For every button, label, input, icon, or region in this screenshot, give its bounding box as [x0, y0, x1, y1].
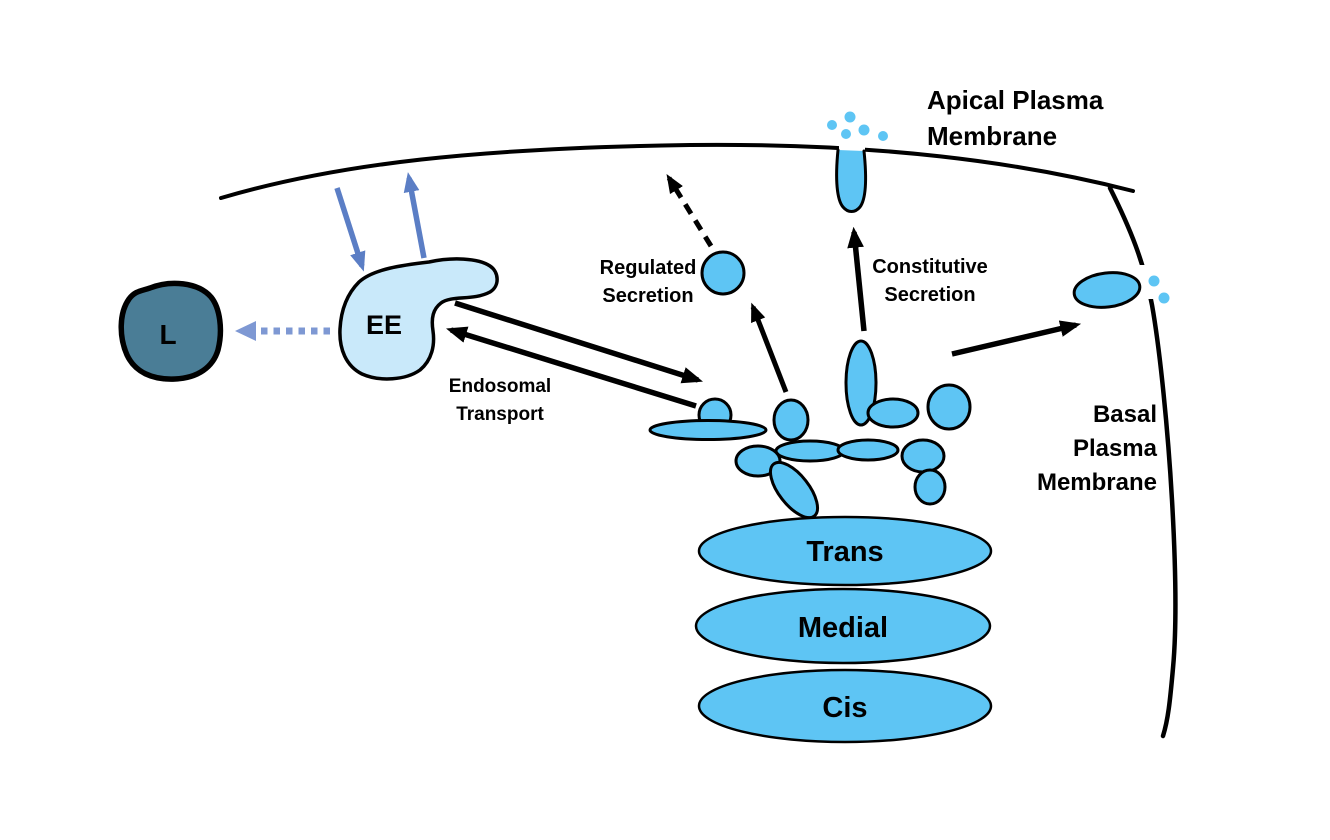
- lysosome-transport-arrowhead: [235, 321, 256, 341]
- secreted-molecule-dot: [841, 129, 851, 139]
- secreted-molecule-dot: [858, 124, 870, 136]
- golgi-medial-label: Medial: [798, 612, 888, 644]
- basal-fusing-vesicle: [1072, 271, 1142, 309]
- recycling-arrow-up: [403, 172, 427, 259]
- regulated-secretory-vesicle: [700, 250, 746, 296]
- regulated-secretion: Regulated Secretion: [600, 173, 789, 393]
- golgi-cisterna-trans: [697, 515, 993, 587]
- tgn-tubule: [774, 439, 846, 463]
- tgn-budding-vesicle: [844, 339, 878, 427]
- tgn-tubule: [836, 438, 900, 462]
- regulated-secretion-dashed-arrow: [666, 173, 714, 248]
- basal-membrane-label-line3: Membrane: [1037, 469, 1157, 496]
- secreted-molecule-dot: [878, 131, 888, 141]
- regulated-secretion-label-line1: Regulated: [600, 257, 697, 279]
- apical-fusing-vesicle: [835, 148, 868, 213]
- lysosome-body: [118, 280, 224, 382]
- golgi-stack: Trans Medial Cis: [694, 515, 993, 744]
- golgi-cis-label: Cis: [822, 692, 867, 724]
- regulated-secretion-label-line2: Secretion: [602, 285, 693, 307]
- apical-plasma-membrane: [219, 142, 1135, 200]
- golgi-cisterna-medial: [694, 587, 992, 665]
- golgi-trans-label: Trans: [806, 536, 883, 568]
- constitutive-secretion-label-line2: Secretion: [884, 284, 975, 306]
- apical-membrane-label-line2: Membrane: [927, 121, 1057, 151]
- apical-membrane-curve: [219, 142, 1135, 200]
- basal-membrane-label-line2: Plasma: [1073, 435, 1158, 462]
- early-endosome: EE: [334, 172, 499, 381]
- secreted-molecule-dot: [844, 111, 856, 123]
- apical-secreted-molecules: [827, 111, 888, 141]
- secreted-molecule-dot: [1158, 292, 1170, 304]
- tgn-budding-tubule: [768, 460, 820, 520]
- early-endosome-label: EE: [366, 310, 402, 340]
- endosomal-transport-arrow-to-endosome: [446, 326, 697, 409]
- secreted-molecule-dot: [1148, 275, 1160, 287]
- regulated-secretion-arrow: [750, 302, 789, 393]
- endosomal-transport: Endosomal Transport: [446, 300, 703, 425]
- basal-secretion-site: Basal Plasma Membrane: [951, 271, 1170, 496]
- constitutive-secretion: Constitutive Secretion: [847, 226, 988, 332]
- lysosome-label: L: [159, 319, 176, 350]
- endosomal-transport-label-line2: Transport: [456, 404, 544, 425]
- internalization-arrow-down: [334, 187, 366, 272]
- early-endosome-body: [338, 257, 499, 381]
- endosomal-transport-label-line1: Endosomal: [449, 376, 551, 397]
- lysosome: L: [118, 280, 330, 382]
- trans-golgi-network: [648, 339, 972, 520]
- tgn-vesicle: [926, 383, 972, 431]
- secreted-molecule-dot: [827, 120, 837, 130]
- apical-secretion-site: Apical Plasma Membrane: [827, 85, 1104, 213]
- tgn-vesicle: [913, 468, 947, 506]
- basal-membrane-label-line1: Basal: [1093, 401, 1157, 428]
- constitutive-secretion-arrow: [847, 226, 867, 332]
- tgn-vesicle: [900, 438, 946, 474]
- tgn-tubule: [648, 419, 768, 441]
- endosomal-transport-arrow-to-golgi: [454, 300, 703, 384]
- constitutive-secretion-label-line1: Constitutive: [872, 256, 988, 278]
- apical-membrane-label-line1: Apical Plasma: [927, 85, 1104, 115]
- tgn-vesicle: [772, 398, 810, 442]
- golgi-cisterna-cis: [697, 668, 993, 744]
- basal-secreted-molecules: [1148, 275, 1170, 304]
- tgn-tubule: [866, 397, 920, 429]
- basal-secretion-arrow: [951, 320, 1082, 357]
